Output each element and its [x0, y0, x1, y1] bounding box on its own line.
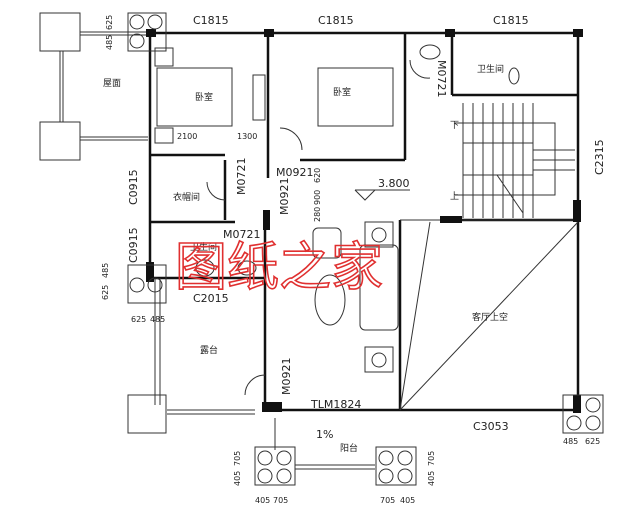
- svg-text:485: 485: [563, 437, 578, 446]
- svg-text:1300: 1300: [237, 132, 257, 141]
- staircase[interactable]: [455, 103, 575, 218]
- bed-2: [317, 67, 394, 127]
- svg-text:705: 705: [273, 496, 288, 505]
- door-label: M0921: [276, 166, 314, 179]
- svg-text:900: 900: [313, 190, 322, 205]
- window-label: C2315: [593, 139, 606, 175]
- svg-text:625: 625: [131, 315, 146, 324]
- door-label: M0921: [280, 358, 293, 396]
- room-label-closet: 衣帽间: [173, 191, 200, 203]
- room-label-living-void: 客厅上空: [472, 311, 508, 323]
- svg-text:705: 705: [233, 451, 242, 466]
- room-label-bedroom-1: 卧室: [195, 91, 213, 103]
- room-label-bathroom-upper: 卫生间: [477, 63, 504, 75]
- svg-text:625: 625: [105, 15, 114, 30]
- room-label-terrace: 露台: [200, 344, 218, 356]
- svg-text:405: 405: [400, 496, 415, 505]
- svg-text:3.800: 3.800: [378, 177, 410, 190]
- room-label-balcony: 阳台: [340, 442, 358, 454]
- columns: [146, 29, 583, 413]
- svg-text:620: 620: [313, 168, 322, 183]
- svg-text:280: 280: [313, 207, 322, 222]
- furniture: [154, 44, 520, 396]
- window-label: C1815: [493, 14, 529, 27]
- roof-area: [39, 12, 148, 161]
- svg-text:405: 405: [427, 471, 436, 486]
- window-label: C1815: [318, 14, 354, 27]
- stairs-down-label: 下: [450, 121, 459, 131]
- svg-text:405: 405: [255, 496, 270, 505]
- svg-text:705: 705: [380, 496, 395, 505]
- window-label: C1815: [193, 14, 229, 27]
- window-label: C2015: [193, 292, 229, 305]
- elevation-marker: 3.800: [354, 177, 410, 201]
- svg-text:2100: 2100: [177, 132, 197, 141]
- svg-text:405: 405: [233, 471, 242, 486]
- svg-text:625: 625: [585, 437, 600, 446]
- door-label: M0721: [235, 158, 248, 196]
- door-label: M0721: [223, 228, 261, 241]
- door-label: M0921: [278, 178, 291, 216]
- sliding-door-label: TLM1824: [310, 398, 361, 411]
- stairs-up-label: 上: [450, 191, 459, 202]
- svg-text:485: 485: [105, 35, 114, 50]
- pier-clusters: [127, 12, 604, 486]
- room-label-bedroom-2: 卧室: [333, 86, 351, 98]
- window-label: C3053: [473, 420, 509, 433]
- room-label-bathroom-lower: 卫生间: [190, 241, 217, 253]
- bed-1: [156, 67, 233, 127]
- slope-label: 1%: [316, 428, 333, 441]
- room-label-roof: 屋面: [103, 78, 121, 89]
- watermark: 图纸之家: [175, 238, 383, 298]
- svg-text:485: 485: [150, 315, 165, 324]
- walls: [127, 31, 580, 470]
- dimensions: 625 485 2100 1300 620 900 280 485 625 62…: [101, 15, 600, 505]
- svg-text:625: 625: [101, 285, 110, 300]
- svg-text:485: 485: [101, 263, 110, 278]
- svg-text:705: 705: [427, 451, 436, 466]
- door-label: M0721: [435, 60, 448, 98]
- window-label: C0915: [127, 169, 140, 205]
- window-label: C0915: [127, 227, 140, 263]
